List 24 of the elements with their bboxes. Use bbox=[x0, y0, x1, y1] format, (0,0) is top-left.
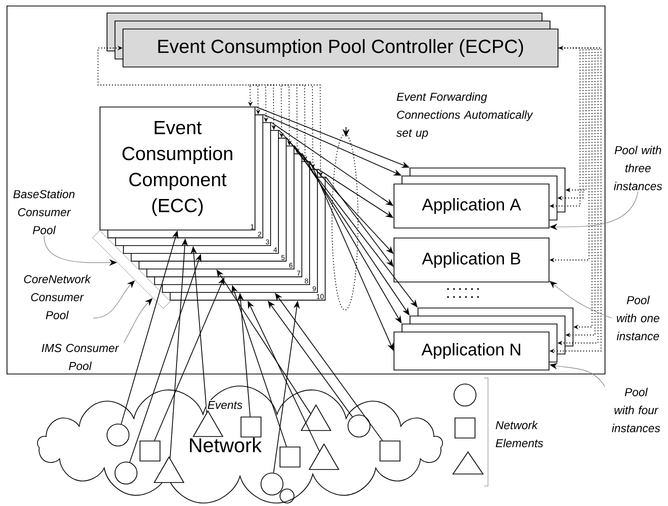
annotation-text: BaseStation Consumer Pool bbox=[13, 190, 74, 234]
application-box: Application B bbox=[394, 238, 550, 282]
square-symbol bbox=[380, 440, 400, 462]
annotation-text: CoreNetwork Consumer Pool bbox=[24, 274, 92, 320]
annotation-text: Event Forwarding Connections Automatically set up bbox=[396, 92, 534, 140]
annotation-text: IMS Consumer Pool bbox=[42, 344, 120, 370]
controller-box: Event Consumption Pool Controller (ECPC) bbox=[106, 12, 558, 68]
bundle-marker bbox=[332, 126, 358, 310]
square-symbol bbox=[240, 416, 262, 438]
pool-outline bbox=[92, 230, 171, 309]
node-label: Application N bbox=[421, 343, 520, 359]
circle-symbol bbox=[114, 462, 138, 484]
square-symbol bbox=[140, 440, 160, 462]
application-stack: Application A bbox=[394, 168, 566, 228]
circle-symbol bbox=[348, 414, 370, 438]
circle-symbol bbox=[260, 472, 284, 496]
legend-label: Network Elements bbox=[496, 420, 544, 448]
annotation-text: Pool with one instance bbox=[616, 296, 660, 340]
annotation-text: Events bbox=[206, 400, 244, 410]
circle-symbol bbox=[106, 424, 130, 446]
annotation-text: Pool with four instances bbox=[612, 388, 660, 432]
annotation-text: Pool with three instances bbox=[614, 146, 662, 190]
application-stack: Application N bbox=[394, 308, 574, 370]
square-symbol bbox=[280, 446, 300, 468]
